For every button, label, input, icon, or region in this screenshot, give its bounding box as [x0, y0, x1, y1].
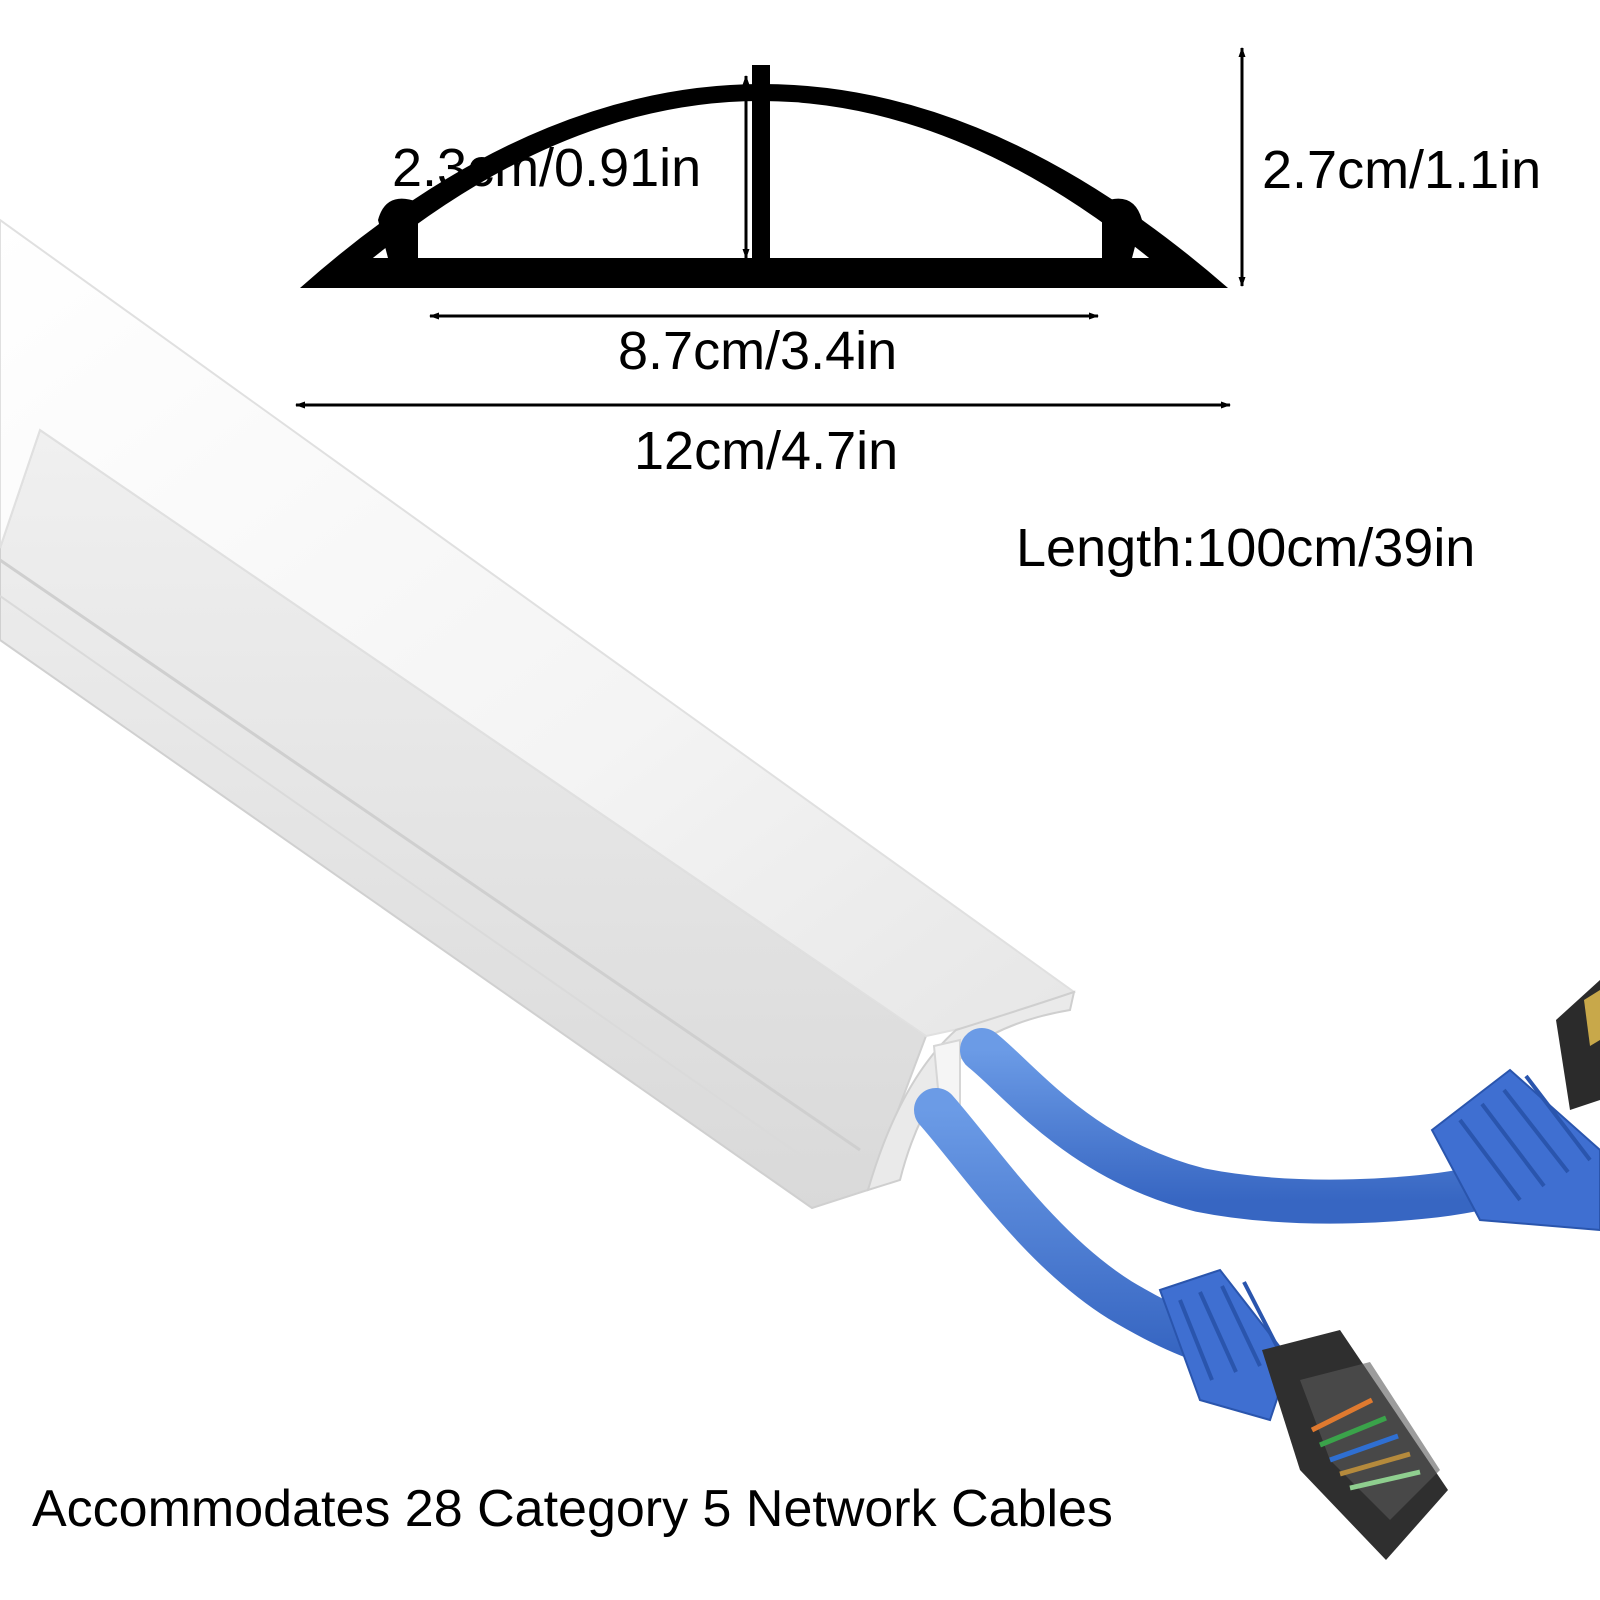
inner-width-label: 8.7cm/3.4in — [618, 321, 898, 381]
outer-width-label: 12cm/4.7in — [634, 421, 899, 481]
inner-height-label: 2.3cm/0.91in — [392, 138, 702, 198]
cable-cover — [0, 218, 1077, 1210]
cross-section-profile — [300, 65, 1228, 288]
network-cable-upper — [960, 980, 1600, 1232]
length-label: Length:100cm/39in — [1016, 518, 1476, 578]
outer-height-label: 2.7cm/1.1in — [1262, 140, 1542, 200]
capacity-caption: Accommodates 28 Category 5 Network Cable… — [32, 1480, 1113, 1538]
network-cable-lower — [914, 1088, 1448, 1560]
